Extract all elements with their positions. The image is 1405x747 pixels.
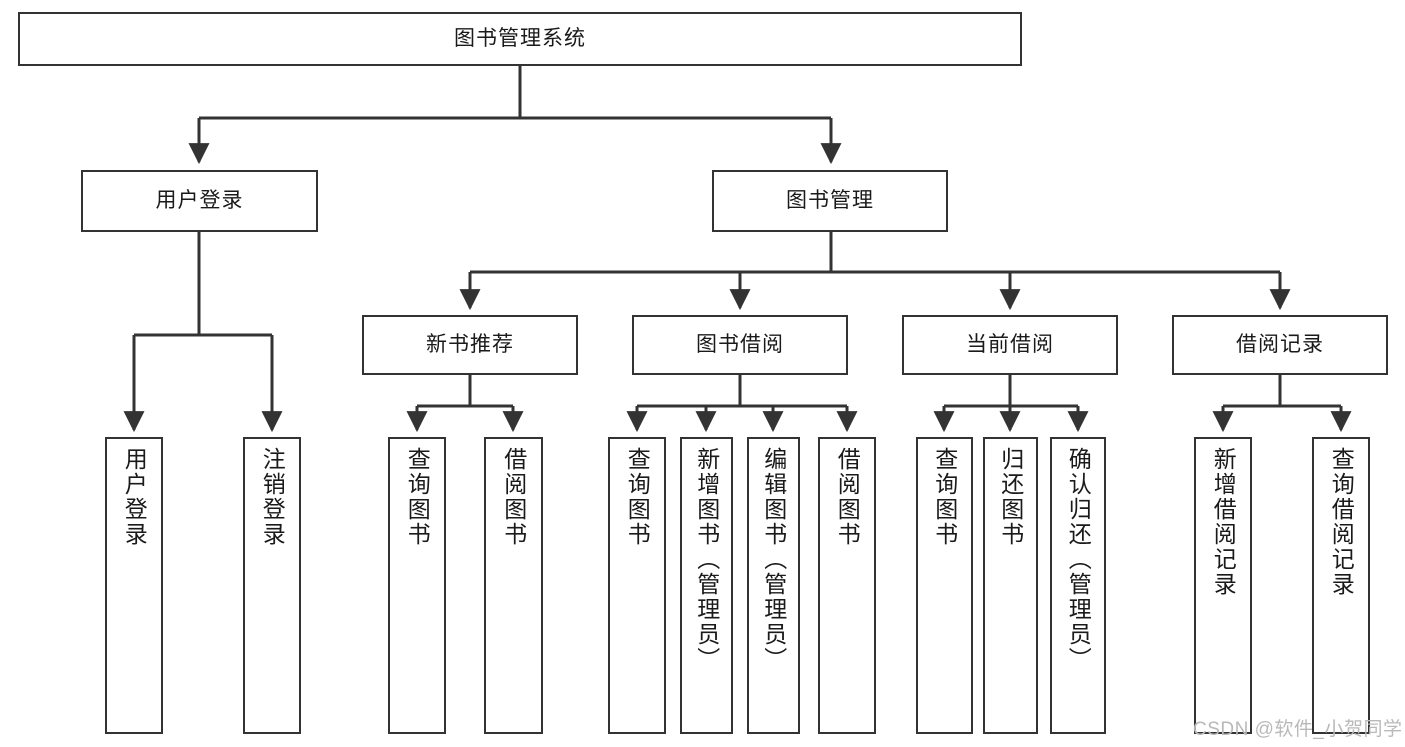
node-leaf-add-book-admin[interactable]: 新增图书（管理员） <box>680 437 733 734</box>
node-book-borrow[interactable]: 图书借阅 <box>632 315 848 375</box>
node-book-manage-label: 图书管理 <box>786 189 874 213</box>
node-leaf-borrow-book-1[interactable]: 借阅图书 <box>484 437 543 734</box>
node-leaf-query-borrow-record[interactable]: 查询借阅记录 <box>1312 437 1370 734</box>
node-root[interactable]: 图书管理系统 <box>18 12 1022 66</box>
node-leaf-user-login[interactable]: 用户登录 <box>105 437 163 734</box>
node-leaf-borrow-book-2[interactable]: 借阅图书 <box>818 437 876 734</box>
node-book-manage[interactable]: 图书管理 <box>712 170 948 232</box>
node-leaf-add-book-admin-label: 新增图书（管理员） <box>693 447 720 672</box>
node-leaf-confirm-return[interactable]: 确认归还（管理员） <box>1050 437 1106 734</box>
node-new-book-recommend-label: 新书推荐 <box>426 333 514 357</box>
node-new-book-recommend[interactable]: 新书推荐 <box>362 315 578 375</box>
node-leaf-add-borrow-record[interactable]: 新增借阅记录 <box>1194 437 1252 734</box>
node-leaf-borrow-book-1-label: 借阅图书 <box>500 447 527 547</box>
node-leaf-query-book-2-label: 查询图书 <box>624 447 651 547</box>
node-leaf-edit-book-admin[interactable]: 编辑图书（管理员） <box>747 437 800 734</box>
node-current-borrow[interactable]: 当前借阅 <box>902 315 1118 375</box>
node-leaf-confirm-return-label: 确认归还（管理员） <box>1065 447 1092 672</box>
node-user-login-label: 用户登录 <box>155 189 244 213</box>
node-leaf-query-book-1-label: 查询图书 <box>404 447 431 547</box>
node-leaf-user-login-label: 用户登录 <box>121 447 148 547</box>
node-leaf-edit-book-admin-label: 编辑图书（管理员） <box>760 447 787 672</box>
node-leaf-user-logout[interactable]: 注销登录 <box>243 437 301 734</box>
node-leaf-query-book-3-label: 查询图书 <box>931 447 958 547</box>
csdn-watermark: CSDN @软件_小贺同学 <box>1193 719 1403 740</box>
node-leaf-query-book-3[interactable]: 查询图书 <box>916 437 973 734</box>
node-current-borrow-label: 当前借阅 <box>966 333 1054 357</box>
node-borrow-record[interactable]: 借阅记录 <box>1172 315 1388 375</box>
node-leaf-query-borrow-record-label: 查询借阅记录 <box>1328 447 1355 597</box>
node-leaf-return-book[interactable]: 归还图书 <box>983 437 1038 734</box>
node-leaf-return-book-label: 归还图书 <box>997 447 1024 547</box>
node-leaf-query-book-1[interactable]: 查询图书 <box>388 437 446 734</box>
node-leaf-query-book-2[interactable]: 查询图书 <box>608 437 666 734</box>
node-book-borrow-label: 图书借阅 <box>696 333 784 357</box>
node-leaf-add-borrow-record-label: 新增借阅记录 <box>1210 447 1237 597</box>
node-user-login[interactable]: 用户登录 <box>81 170 318 232</box>
node-leaf-user-logout-label: 注销登录 <box>259 447 286 547</box>
node-leaf-borrow-book-2-label: 借阅图书 <box>834 447 861 547</box>
node-borrow-record-label: 借阅记录 <box>1236 333 1324 357</box>
node-root-label: 图书管理系统 <box>454 27 586 51</box>
